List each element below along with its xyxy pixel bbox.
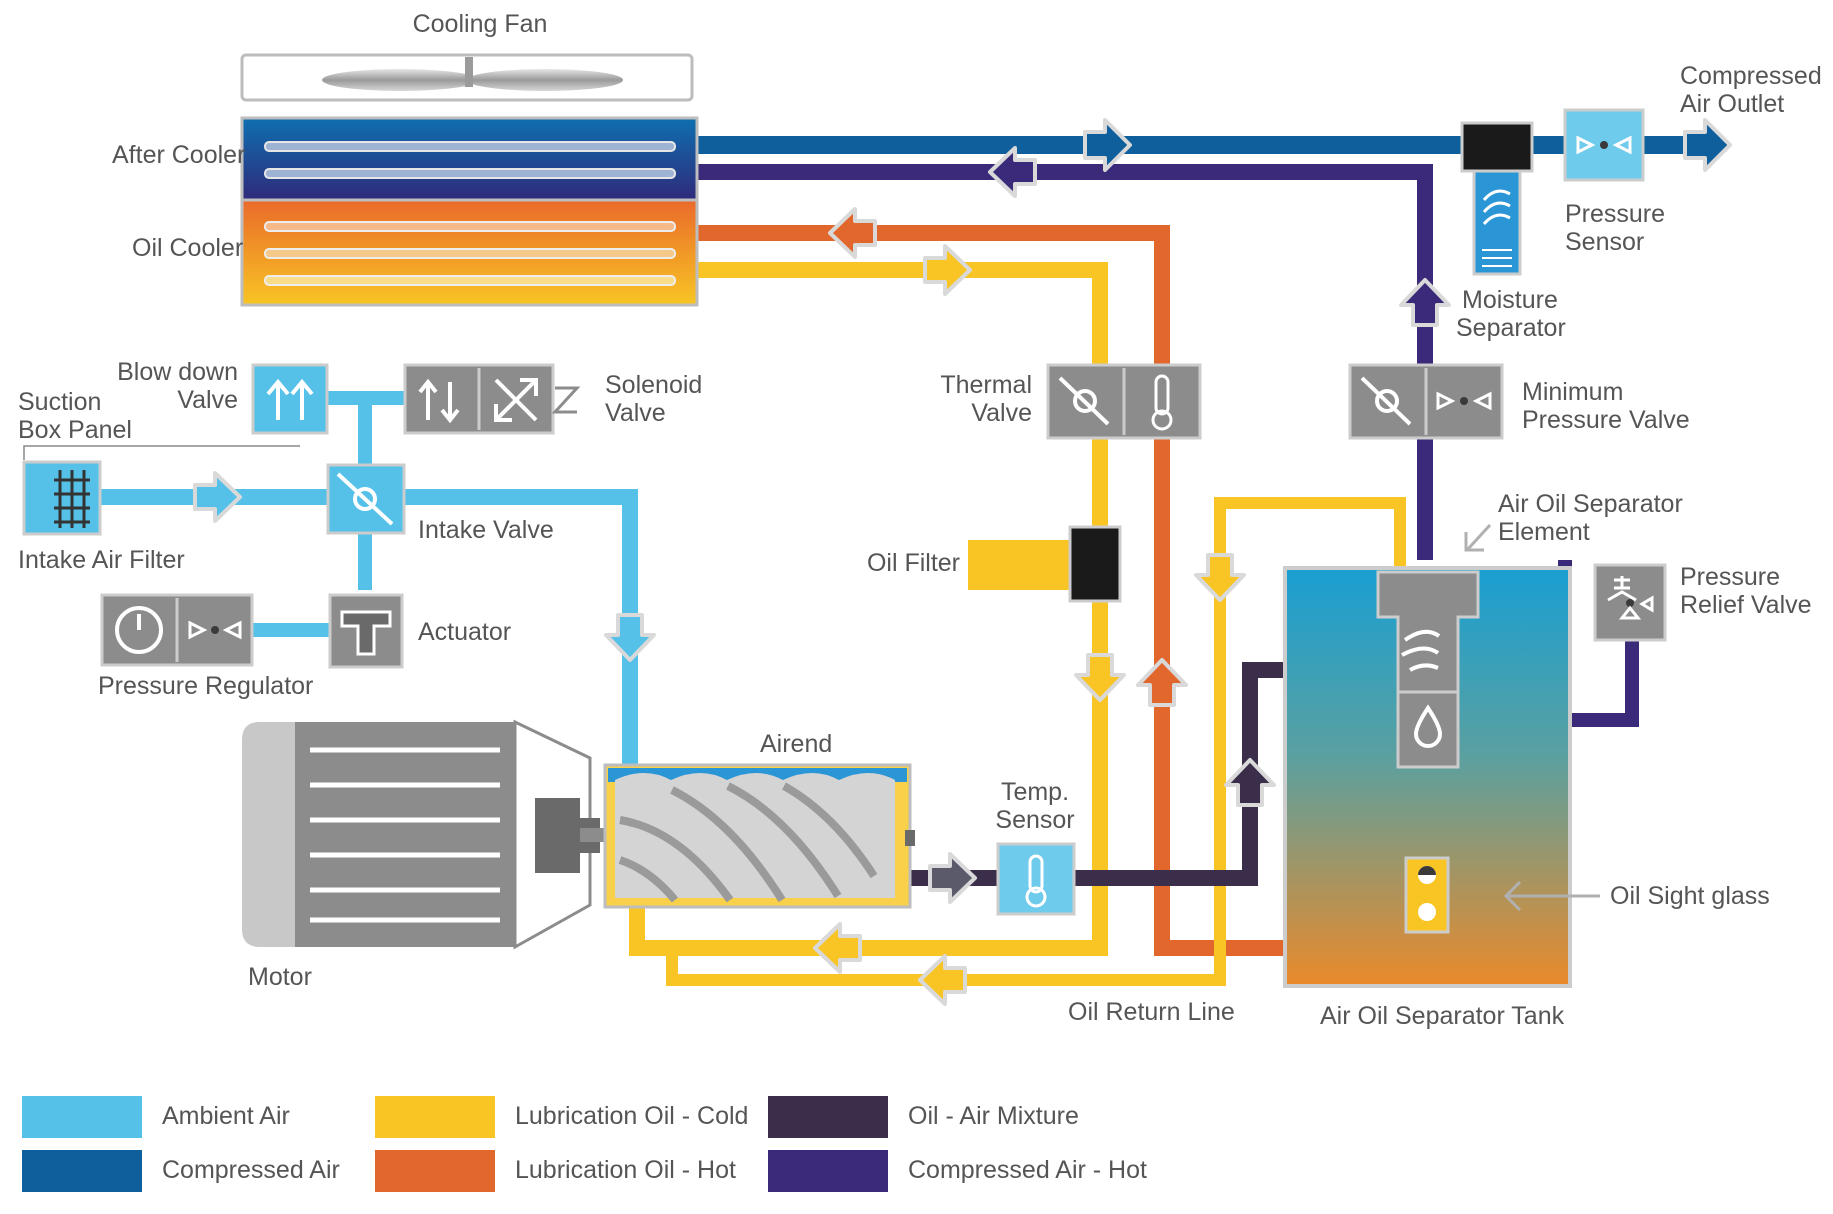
solenoid-valve (403, 363, 581, 435)
air-oil-separator-tank (1283, 566, 1572, 988)
blow-down-valve (251, 363, 329, 435)
label-after-cooler: After Cooler (112, 141, 245, 169)
motor (242, 719, 610, 950)
arrow-intake-down (604, 613, 656, 662)
oil-cooler (240, 198, 699, 307)
label-cooling-fan: Cooling Fan (413, 10, 548, 38)
label-motor: Motor (248, 963, 312, 991)
legend: Ambient Air Compressed Air Lubrication O… (22, 1096, 1147, 1192)
legend-item: Compressed Air - Hot (768, 1150, 1147, 1192)
actuator (328, 593, 404, 669)
flow-arrows (193, 118, 1732, 1006)
label-oil-cooler: Oil Cooler (132, 234, 243, 262)
label-intake-air-filter: Intake Air Filter (18, 546, 185, 574)
pressure-sensor (1563, 108, 1645, 182)
legend-label: Compressed Air - Hot (908, 1156, 1147, 1184)
moisture-separator-head (1460, 121, 1534, 173)
legend-swatch-oil-cold (375, 1096, 495, 1138)
arrow-outlet-right (1683, 118, 1732, 172)
legend-label: Compressed Air (162, 1156, 340, 1184)
legend-swatch-oil-hot (375, 1150, 495, 1192)
arrow-mixture-right (928, 852, 977, 904)
arrow-cold-oil-right (923, 244, 972, 296)
oil-filter (968, 525, 1122, 603)
legend-item: Lubrication Oil - Cold (375, 1096, 748, 1138)
arrow-hot-air-left (988, 146, 1037, 198)
legend-label: Oil - Air Mixture (908, 1102, 1079, 1130)
intake-air-filter (22, 445, 300, 536)
after-cooler (240, 116, 699, 202)
legend-swatch-compressed-air-hot (768, 1150, 888, 1192)
legend-swatch-compressed-air (22, 1150, 142, 1192)
legend-item: Lubrication Oil - Hot (375, 1150, 736, 1192)
arrow-compressed-air-right (1083, 118, 1132, 172)
sight-glass-pointer (1503, 880, 1600, 912)
arrow-return-down (1194, 553, 1246, 602)
pressure-relief-valve (1593, 563, 1667, 642)
label-actuator: Actuator (418, 618, 511, 646)
cooling-fan (240, 53, 694, 102)
thermal-valve (1046, 363, 1202, 440)
oil-return-pipe (666, 497, 1406, 986)
label-intake-valve: Intake Valve (418, 516, 554, 544)
arrow-moisture-up (1399, 278, 1451, 327)
arrow-hot-oil-left (828, 207, 877, 259)
legend-label: Ambient Air (162, 1102, 290, 1130)
label-pressure-regulator: Pressure Regulator (98, 672, 313, 700)
legend-item: Compressed Air (22, 1150, 340, 1192)
legend-swatch-ambient-air (22, 1096, 142, 1138)
arrow-intake-right (193, 471, 242, 523)
legend-item: Ambient Air (22, 1096, 290, 1138)
temp-sensor (996, 842, 1076, 916)
arrow-cold-oil-left-1 (813, 922, 862, 974)
arrow-cold-oil-left-2 (918, 954, 967, 1006)
legend-label: Lubrication Oil - Hot (515, 1156, 736, 1184)
arrow-mixture-up (1224, 758, 1276, 807)
element-pointer (1464, 523, 1492, 552)
legend-label: Lubrication Oil - Cold (515, 1102, 748, 1130)
legend-item: Oil - Air Mixture (768, 1096, 1079, 1138)
labels: Cooling Fan After Cooler Oil Cooler Comp… (18, 10, 1822, 1030)
label-oil-return-line: Oil Return Line (1068, 998, 1235, 1026)
label-oil-filter: Oil Filter (867, 549, 960, 577)
minimum-pressure-valve (1348, 363, 1504, 440)
moisture-separator (1472, 169, 1522, 276)
arrow-cold-oil-down (1074, 653, 1126, 702)
label-oil-sight-glass: Oil Sight glass (1610, 882, 1770, 910)
intake-valve (326, 463, 406, 535)
ambient-air-pipe (100, 489, 638, 770)
legend-swatch-oil-air-mixture (768, 1096, 888, 1138)
airend (603, 763, 915, 909)
label-airend: Airend (760, 730, 832, 758)
pressure-regulator (100, 593, 254, 667)
label-temp-sensor: Temp.Sensor (995, 778, 1074, 834)
label-air-oil-separator-tank: Air Oil Separator Tank (1320, 1002, 1565, 1030)
arrow-hot-oil-up (1136, 658, 1188, 707)
